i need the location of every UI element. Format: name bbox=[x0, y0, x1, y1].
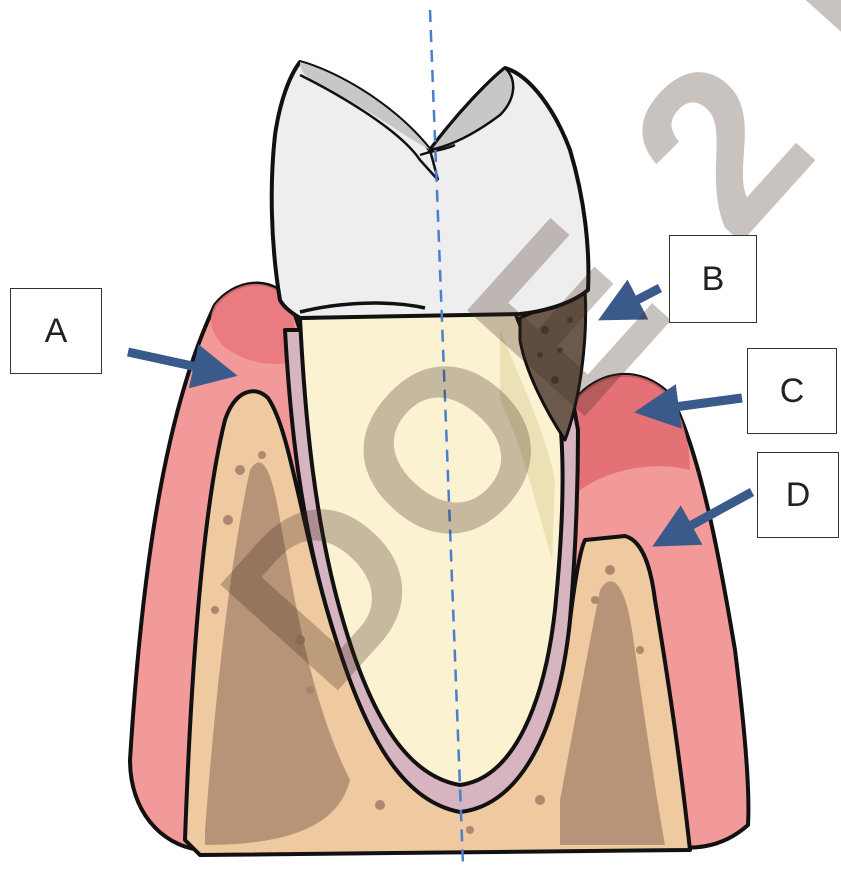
label-c-box: C bbox=[747, 348, 837, 434]
arrow-b bbox=[614, 288, 660, 312]
label-d-box: D bbox=[757, 452, 839, 538]
label-b-box: B bbox=[669, 235, 757, 323]
label-a-box: A bbox=[10, 288, 102, 374]
crown-enamel bbox=[272, 62, 589, 318]
